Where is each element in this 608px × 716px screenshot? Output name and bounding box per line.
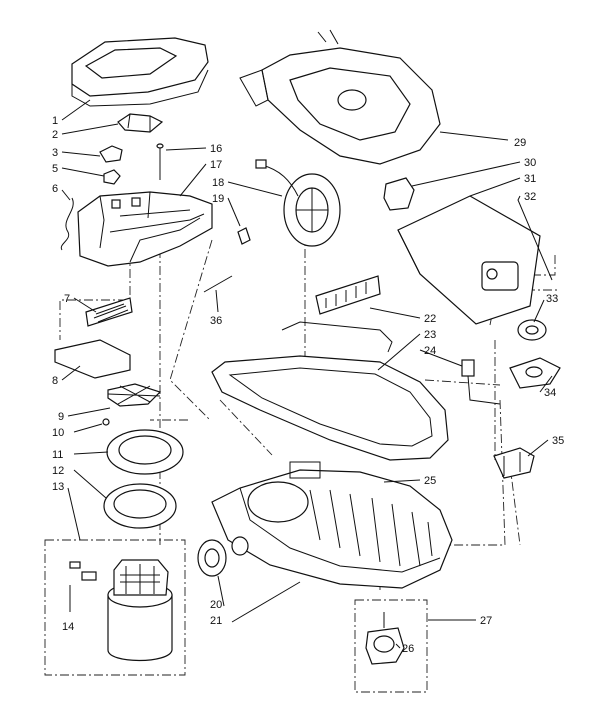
callout-11: 11: [52, 449, 63, 461]
part-nozzle: [365, 612, 405, 665]
callout-36: 36: [210, 315, 222, 327]
part-motor: [107, 559, 173, 662]
callout-26: 26: [402, 643, 414, 655]
callout-34: 34: [544, 387, 556, 399]
part-clip: [103, 169, 121, 185]
part-brushes: [69, 561, 97, 581]
callout-7: 7: [64, 293, 70, 305]
callout-30: 30: [524, 157, 536, 169]
part-switch: [99, 145, 123, 163]
part-pin: [203, 275, 233, 293]
part-fan: [107, 383, 162, 407]
callout-5: 5: [52, 163, 58, 175]
part-ring: [106, 429, 184, 475]
part-wheel: [197, 536, 249, 577]
part-wire: [60, 197, 74, 251]
callout-18: 18: [212, 177, 224, 189]
callout-10: 10: [52, 427, 64, 439]
part-motor-housing: [77, 191, 213, 267]
callout-25: 25: [424, 475, 436, 487]
part-top-lid: [239, 29, 441, 165]
part-base: [211, 461, 453, 589]
callout-12: 12: [52, 465, 64, 477]
part-gasket-plate: [54, 339, 131, 379]
part-filter-grill: [85, 297, 133, 327]
part-screw-10: [102, 418, 110, 426]
callout-13: 13: [52, 481, 64, 493]
callout-24: 24: [424, 345, 436, 357]
part-bracket: [117, 113, 164, 133]
callout-3: 3: [52, 147, 58, 159]
part-bag-holder: [509, 357, 561, 389]
callout-33: 33: [546, 293, 558, 305]
part-bulb: [237, 227, 251, 245]
part-cord-reel: [255, 159, 341, 247]
callout-35: 35: [552, 435, 564, 447]
part-latch-35: [493, 447, 535, 479]
callout-22: 22: [424, 313, 436, 325]
callout-20: 20: [210, 599, 222, 611]
part-bumper-frame: [211, 321, 449, 461]
callout-16: 16: [210, 143, 222, 155]
callout-8: 8: [52, 375, 58, 387]
part-screw-16: [156, 143, 164, 180]
callout-32: 32: [524, 191, 536, 203]
part-dust-bag: [397, 195, 541, 325]
callout-29: 29: [514, 137, 526, 149]
callout-2: 2: [52, 129, 58, 141]
part-grommet: [517, 319, 547, 341]
callout-14: 14: [62, 621, 74, 633]
callout-31: 31: [524, 173, 536, 185]
callout-27: 27: [480, 615, 492, 627]
callout-17: 17: [210, 159, 222, 171]
callout-9: 9: [58, 411, 64, 423]
callout-23: 23: [424, 329, 436, 341]
callout-6: 6: [52, 183, 58, 195]
part-top-cover: [71, 37, 209, 107]
callout-19: 19: [212, 193, 224, 205]
part-connector: [461, 359, 501, 405]
part-mount-ring: [103, 483, 177, 529]
part-latch: [383, 177, 415, 211]
callout-1: 1: [52, 115, 58, 127]
part-exhaust-filter: [315, 275, 381, 315]
leader-lines: [61, 99, 553, 649]
callout-21: 21: [210, 615, 222, 627]
callout-labels: 1 2 3 5 6 7 8 9 10 11 12 13 14 16 17 18 …: [52, 115, 564, 655]
